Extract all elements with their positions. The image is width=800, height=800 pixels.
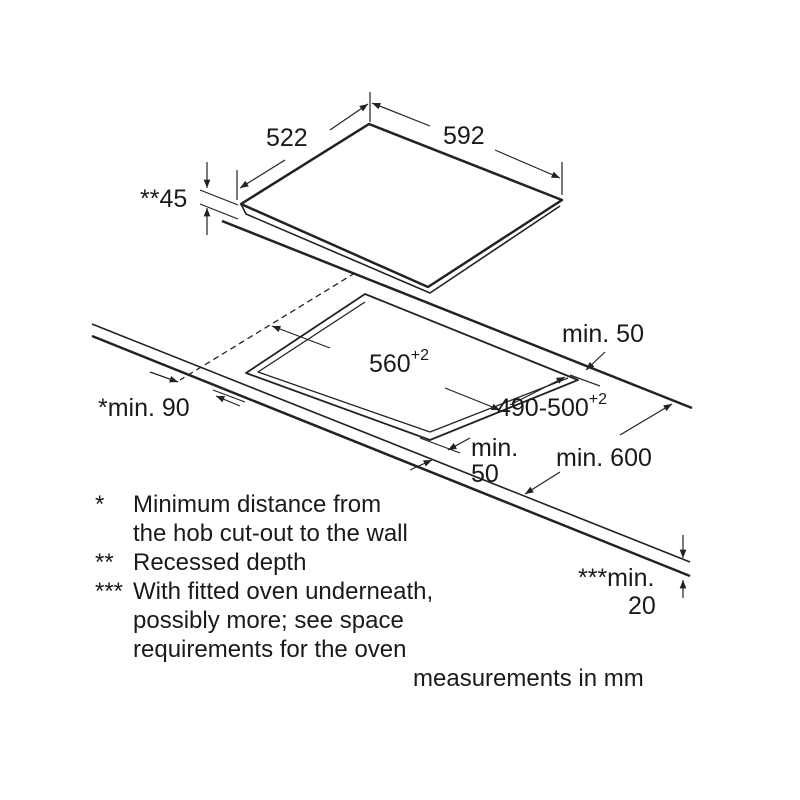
- units-note: measurements in mm: [413, 665, 644, 692]
- label-hob-width: 592: [443, 122, 485, 150]
- cutout-depth-tolerance: +2: [588, 391, 607, 408]
- label-recessed-depth: **45: [140, 185, 188, 213]
- cutout-outer: [245, 293, 579, 441]
- wall-dashed-line: [179, 272, 356, 381]
- footnote-line: possibly more; see space: [133, 607, 404, 634]
- label-cutout-width: 560+2: [369, 348, 429, 378]
- footnote-3: *** With fitted oven underneath,possibly …: [95, 577, 433, 664]
- cutout-width-value: 560: [369, 350, 411, 378]
- footnote-line: Recessed depth: [133, 549, 307, 576]
- footnote-line: requirements for the oven: [133, 636, 407, 663]
- footnote-line: With fitted oven underneath,: [133, 578, 434, 605]
- label-min-worktop: min. 600: [556, 444, 652, 472]
- footnote-line: Minimum distance from: [133, 491, 382, 518]
- hob-top: [239, 122, 564, 289]
- label-cutout-depth: 490-500+2: [497, 392, 607, 422]
- cutout-depth-value: 490-500: [497, 394, 589, 422]
- worktop-front-edge-top: [91, 323, 691, 563]
- dimension-lines: [149, 92, 687, 598]
- worktop-back-edge: [221, 219, 693, 410]
- worktop-front-edge-bottom: [91, 334, 691, 578]
- label-min-front-2: 50: [471, 460, 499, 488]
- label-min-front-1: min.: [471, 434, 519, 462]
- footnote-mark: **: [95, 549, 114, 576]
- label-min-oven-1: ***min.: [578, 564, 655, 592]
- label-min-back: min. 50: [562, 320, 644, 348]
- label-min-wall: *min. 90: [98, 394, 190, 422]
- label-min-oven-2: 20: [628, 592, 656, 620]
- cutout-width-tolerance: +2: [410, 347, 429, 364]
- footnote-line: the hob cut-out to the wall: [133, 520, 408, 547]
- footnote-2: ** Recessed depth: [95, 548, 433, 577]
- label-hob-depth: 522: [266, 124, 308, 152]
- hob-side: [240, 203, 561, 294]
- footnote-mark: *: [95, 491, 105, 518]
- footnote-mark: ***: [95, 578, 124, 605]
